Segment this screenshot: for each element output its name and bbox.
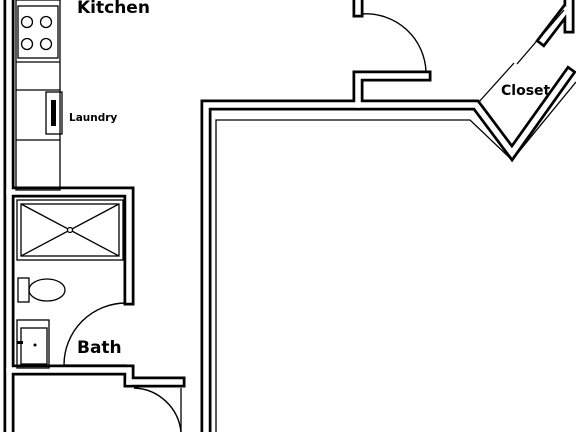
upper-door (361, 0, 427, 73)
bathroom-fixtures (16, 199, 124, 369)
closet-label: Closet (501, 83, 551, 99)
lower-room-door (133, 387, 182, 432)
toilet-icon (17, 277, 66, 303)
shower-icon (16, 199, 124, 261)
closet-doors (477, 9, 565, 104)
laundry-label: Laundry (69, 112, 117, 124)
sink-icon (16, 319, 50, 369)
kitchen-counter (15, 0, 63, 191)
bath-door (63, 302, 127, 366)
kitchen-label: Kitchen (77, 0, 150, 18)
doors (63, 0, 565, 432)
washer-dryer-icon (45, 91, 63, 135)
bath-label: Bath (77, 338, 122, 358)
walls (3, 0, 576, 432)
stove-burners-icon (20, 15, 53, 51)
